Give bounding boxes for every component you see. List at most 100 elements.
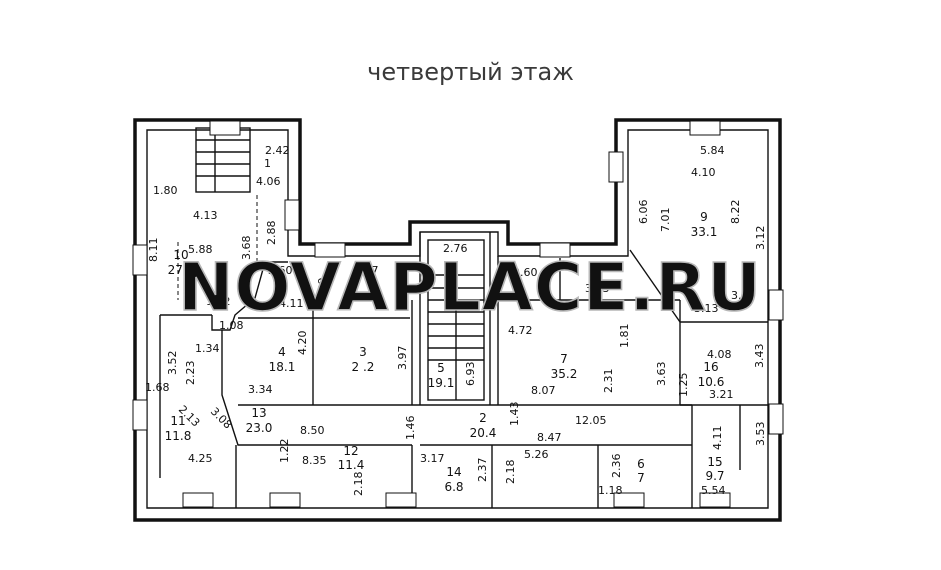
dimension-label: 4.13: [193, 209, 218, 222]
windows: [132, 120, 784, 508]
dimension-label: 8.07: [531, 384, 556, 397]
room-14-area: 6.8: [444, 480, 463, 494]
staircase-center: [427, 239, 485, 401]
room-9-number: 9: [700, 210, 708, 224]
room-11-number: 11: [170, 414, 185, 428]
dimension-label: 1.73: [538, 270, 551, 295]
dimension-label: 8.50: [300, 424, 325, 437]
dimension-label: 4.10: [691, 166, 716, 179]
dimension-label: 1.80: [153, 184, 178, 197]
dimension-label: 2.36: [610, 454, 623, 479]
dimension-label: 1.68: [145, 381, 170, 394]
room-5-area: 19.1: [428, 376, 455, 390]
room-2-area: 20.4: [470, 426, 497, 440]
dimension-label: 3.17: [420, 452, 445, 465]
room-3-number: 3: [359, 345, 367, 359]
room-5-number: 5: [437, 361, 445, 375]
room-4-number: 4: [278, 345, 286, 359]
dimension-label: 3.83: [585, 282, 610, 295]
dimension-label: 3.63: [655, 362, 668, 387]
dimension-label: 1.34: [195, 342, 220, 355]
dimension-label: 1.12: [206, 295, 231, 308]
dimension-labels: 2.42 4.06 1.80 4.13 2.88 8.11 5.88 3.68 …: [145, 144, 767, 497]
room-1-number: 1: [264, 157, 271, 170]
dimension-label: 3.53: [754, 422, 767, 447]
dimension-label: 3.21: [709, 388, 734, 401]
room-8-number: 8: [515, 281, 522, 294]
dimension-label: 2.31: [602, 369, 615, 394]
dimension-label: 5.84: [700, 144, 725, 157]
dimension-label: 5.88: [188, 243, 213, 256]
interior-walls: [159, 195, 768, 508]
room-15-number: 15: [707, 455, 722, 469]
room-11-area: 11.8: [165, 429, 192, 443]
room-10-number: 10: [173, 248, 188, 262]
dimension-label: 8.35: [302, 454, 327, 467]
dimension-label: 5.26: [524, 448, 549, 461]
room-6-area: 7: [637, 471, 645, 485]
dimension-label: 1.43: [508, 402, 521, 427]
floor-title: четвертый этаж: [367, 58, 574, 86]
watermark: NOVAPLACE.RU: [178, 249, 762, 326]
dimension-label: 4.20: [296, 331, 309, 356]
dimension-label: 3.97: [396, 346, 409, 371]
dimension-label: 2.76: [443, 242, 468, 255]
room-16-number: 16: [703, 360, 718, 374]
dimension-label: 1.25: [677, 373, 690, 398]
room-9-area: 33.1: [691, 225, 718, 239]
dimension-label: 6.06: [637, 200, 650, 225]
dimension-label: 2.60: [268, 264, 293, 277]
room-14-number: 14: [446, 465, 461, 479]
dimension-label: 7.01: [659, 208, 672, 233]
dimension-label: 6.93: [464, 362, 477, 387]
room-2-number: 2: [479, 411, 487, 425]
dimension-label: 5.54: [701, 484, 726, 497]
dimension-label: 4.08: [707, 348, 732, 361]
room-4-area: 18.1: [269, 360, 296, 374]
room-10-area: 27.0: [168, 263, 195, 277]
room-15-area: 9.7: [705, 469, 724, 483]
dimension-label: 2.18: [504, 460, 517, 485]
dimension-label: 4.72: [508, 324, 533, 337]
room-13-number: 13: [251, 406, 266, 420]
dimension-label: 8.11: [147, 238, 160, 263]
dimension-label: 3.34: [248, 383, 273, 396]
room-labels: 1 2 20.4 3 2 .2 4 18.1 5 19.1 6 7 7 35.2…: [165, 157, 725, 494]
room-16-area: 10.6: [698, 375, 725, 389]
room-12-number: 12: [343, 444, 358, 458]
dimension-label: 2.88: [265, 221, 278, 246]
dimension-label: 4.11: [711, 426, 724, 451]
dimension-label: 3.52: [166, 351, 179, 376]
dimension-label: 1.46: [404, 416, 417, 441]
dimension-label: 1.81: [618, 324, 631, 349]
room-6-number: 6: [637, 457, 645, 471]
room-7-area: 35.2: [551, 367, 578, 381]
staircase-left: [195, 127, 251, 193]
dimension-label: 1.18: [598, 484, 623, 497]
dimension-label: 2.37: [476, 458, 489, 483]
dimension-label: 2.47: [354, 264, 379, 277]
room-3-area: 2 .2: [352, 360, 375, 374]
dimension-label: 1.08: [219, 319, 244, 332]
dimension-label: 8.22: [729, 200, 742, 225]
dimension-label: 12.05: [575, 414, 607, 427]
dimension-label: 3.12: [754, 226, 767, 251]
dimension-label: 3.43: [753, 344, 766, 369]
dimension-label: 1.89: [316, 278, 329, 303]
dimension-label: 3.68: [240, 236, 253, 261]
dimension-label: 3.13: [694, 302, 719, 315]
dimension-label: 3.99: [731, 289, 756, 302]
dimension-label: 1.22: [278, 439, 291, 464]
dimension-label: 2.18: [352, 472, 365, 497]
room-12-area: 11.4: [338, 458, 365, 472]
dimension-label: 2.60: [513, 266, 538, 279]
dimension-label: 3.08: [208, 405, 235, 432]
dimension-label: 2.23: [184, 361, 197, 386]
dimension-label: 4.06: [256, 175, 281, 188]
dimension-label: 8.47: [537, 431, 562, 444]
dimension-label: 4.11: [279, 297, 304, 310]
room-7-number: 7: [560, 352, 568, 366]
dimension-label: 2.42: [265, 144, 290, 157]
room-13-area: 23.0: [246, 421, 273, 435]
